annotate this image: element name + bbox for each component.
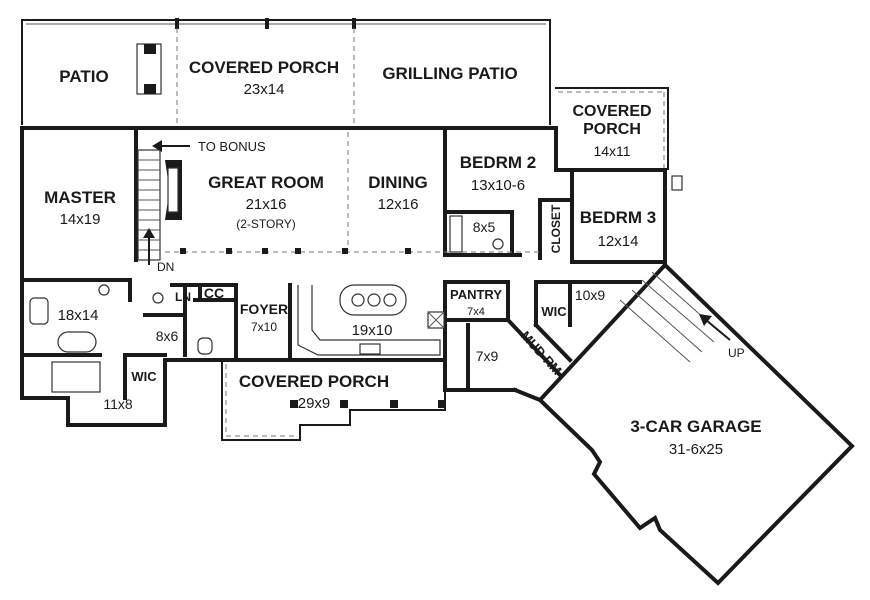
room-name-grilling-patio: GRILLING PATIO (382, 64, 517, 83)
room-dim-bath2: 8x5 (473, 219, 496, 235)
room-name-bedrm2: BEDRM 2 (460, 153, 537, 172)
room-name-garage: 3-CAR GARAGE (630, 417, 761, 436)
room-name-patio: PATIO (59, 67, 108, 86)
stair-label-to-bonus: TO BONUS (198, 139, 266, 154)
room-name-covered-porch-rear: COVERED PORCH (189, 58, 339, 77)
room-dim-covered-porch-rear: 23x14 (244, 81, 285, 98)
room-name-wic-bed3: WIC (541, 304, 567, 319)
columns (180, 248, 411, 254)
room-dim-dining: 12x16 (378, 196, 419, 213)
room-name-dining: DINING (368, 173, 428, 192)
garage-walls (537, 262, 855, 586)
room-dim-bedrm3: 12x14 (598, 233, 639, 250)
room-dim-garage: 31-6x25 (669, 441, 723, 458)
room-name-pantry: PANTRY (450, 287, 502, 302)
room-dim-kitchen: 19x10 (352, 322, 393, 339)
arrow-up-icon (143, 228, 155, 265)
kitchen-fixtures (297, 284, 445, 356)
room-note-great-room: (2-STORY) (236, 217, 296, 231)
room-dim-bath3: 10x9 (575, 287, 606, 303)
rear-outdoor-outline (21, 18, 551, 128)
stair-label-dn: DN (157, 260, 174, 274)
room-dim-covered-porch-front: 29x9 (298, 395, 331, 412)
arrow-up-left-icon (699, 314, 731, 341)
room-name-cc: CC (204, 285, 224, 301)
room-dim-wic-master: 11x8 (103, 396, 133, 412)
room-name-covered-porch-side-2: PORCH (583, 121, 641, 138)
room-name-mud-rm: MUD RM (518, 328, 565, 378)
room-name-foyer: FOYER (240, 301, 288, 317)
room-dim-laundry: 7x9 (476, 348, 499, 364)
room-dim-foyer: 7x10 (251, 320, 277, 334)
bath2-fixtures (449, 215, 504, 253)
interior-walls (20, 126, 667, 400)
room-name-ln: LN (175, 290, 191, 304)
room-name-closet: CLOSET (549, 204, 563, 253)
stair-label-up: UP (728, 346, 745, 360)
side-porch-outline (555, 87, 683, 191)
room-name-covered-porch-front: COVERED PORCH (239, 372, 389, 391)
room-dim-master: 14x19 (60, 211, 101, 228)
room-name-wic-master: WIC (131, 369, 157, 384)
room-dim-toilet-room: 8x6 (156, 328, 179, 344)
front-porch-outline (221, 360, 446, 441)
room-name-master: MASTER (44, 188, 116, 207)
room-dim-great-room: 21x16 (246, 196, 287, 213)
room-name-covered-porch-side-1: COVERED (572, 103, 651, 120)
room-dim-covered-porch-side: 14x11 (593, 143, 630, 159)
room-name-bedrm3: BEDRM 3 (580, 208, 657, 227)
fireplace (165, 160, 182, 220)
labels: PATIO COVERED PORCH 23x14 GRILLING PATIO… (44, 58, 762, 458)
arrow-left-icon (152, 140, 190, 152)
room-dim-master-bath: 18x14 (58, 307, 99, 324)
room-dim-pantry: 7x4 (467, 306, 485, 318)
stair-great-room (137, 149, 161, 261)
room-name-great-room: GREAT ROOM (208, 173, 324, 192)
room-dim-bedrm2: 13x10-6 (471, 177, 525, 194)
master-bath-fixtures (29, 284, 213, 393)
